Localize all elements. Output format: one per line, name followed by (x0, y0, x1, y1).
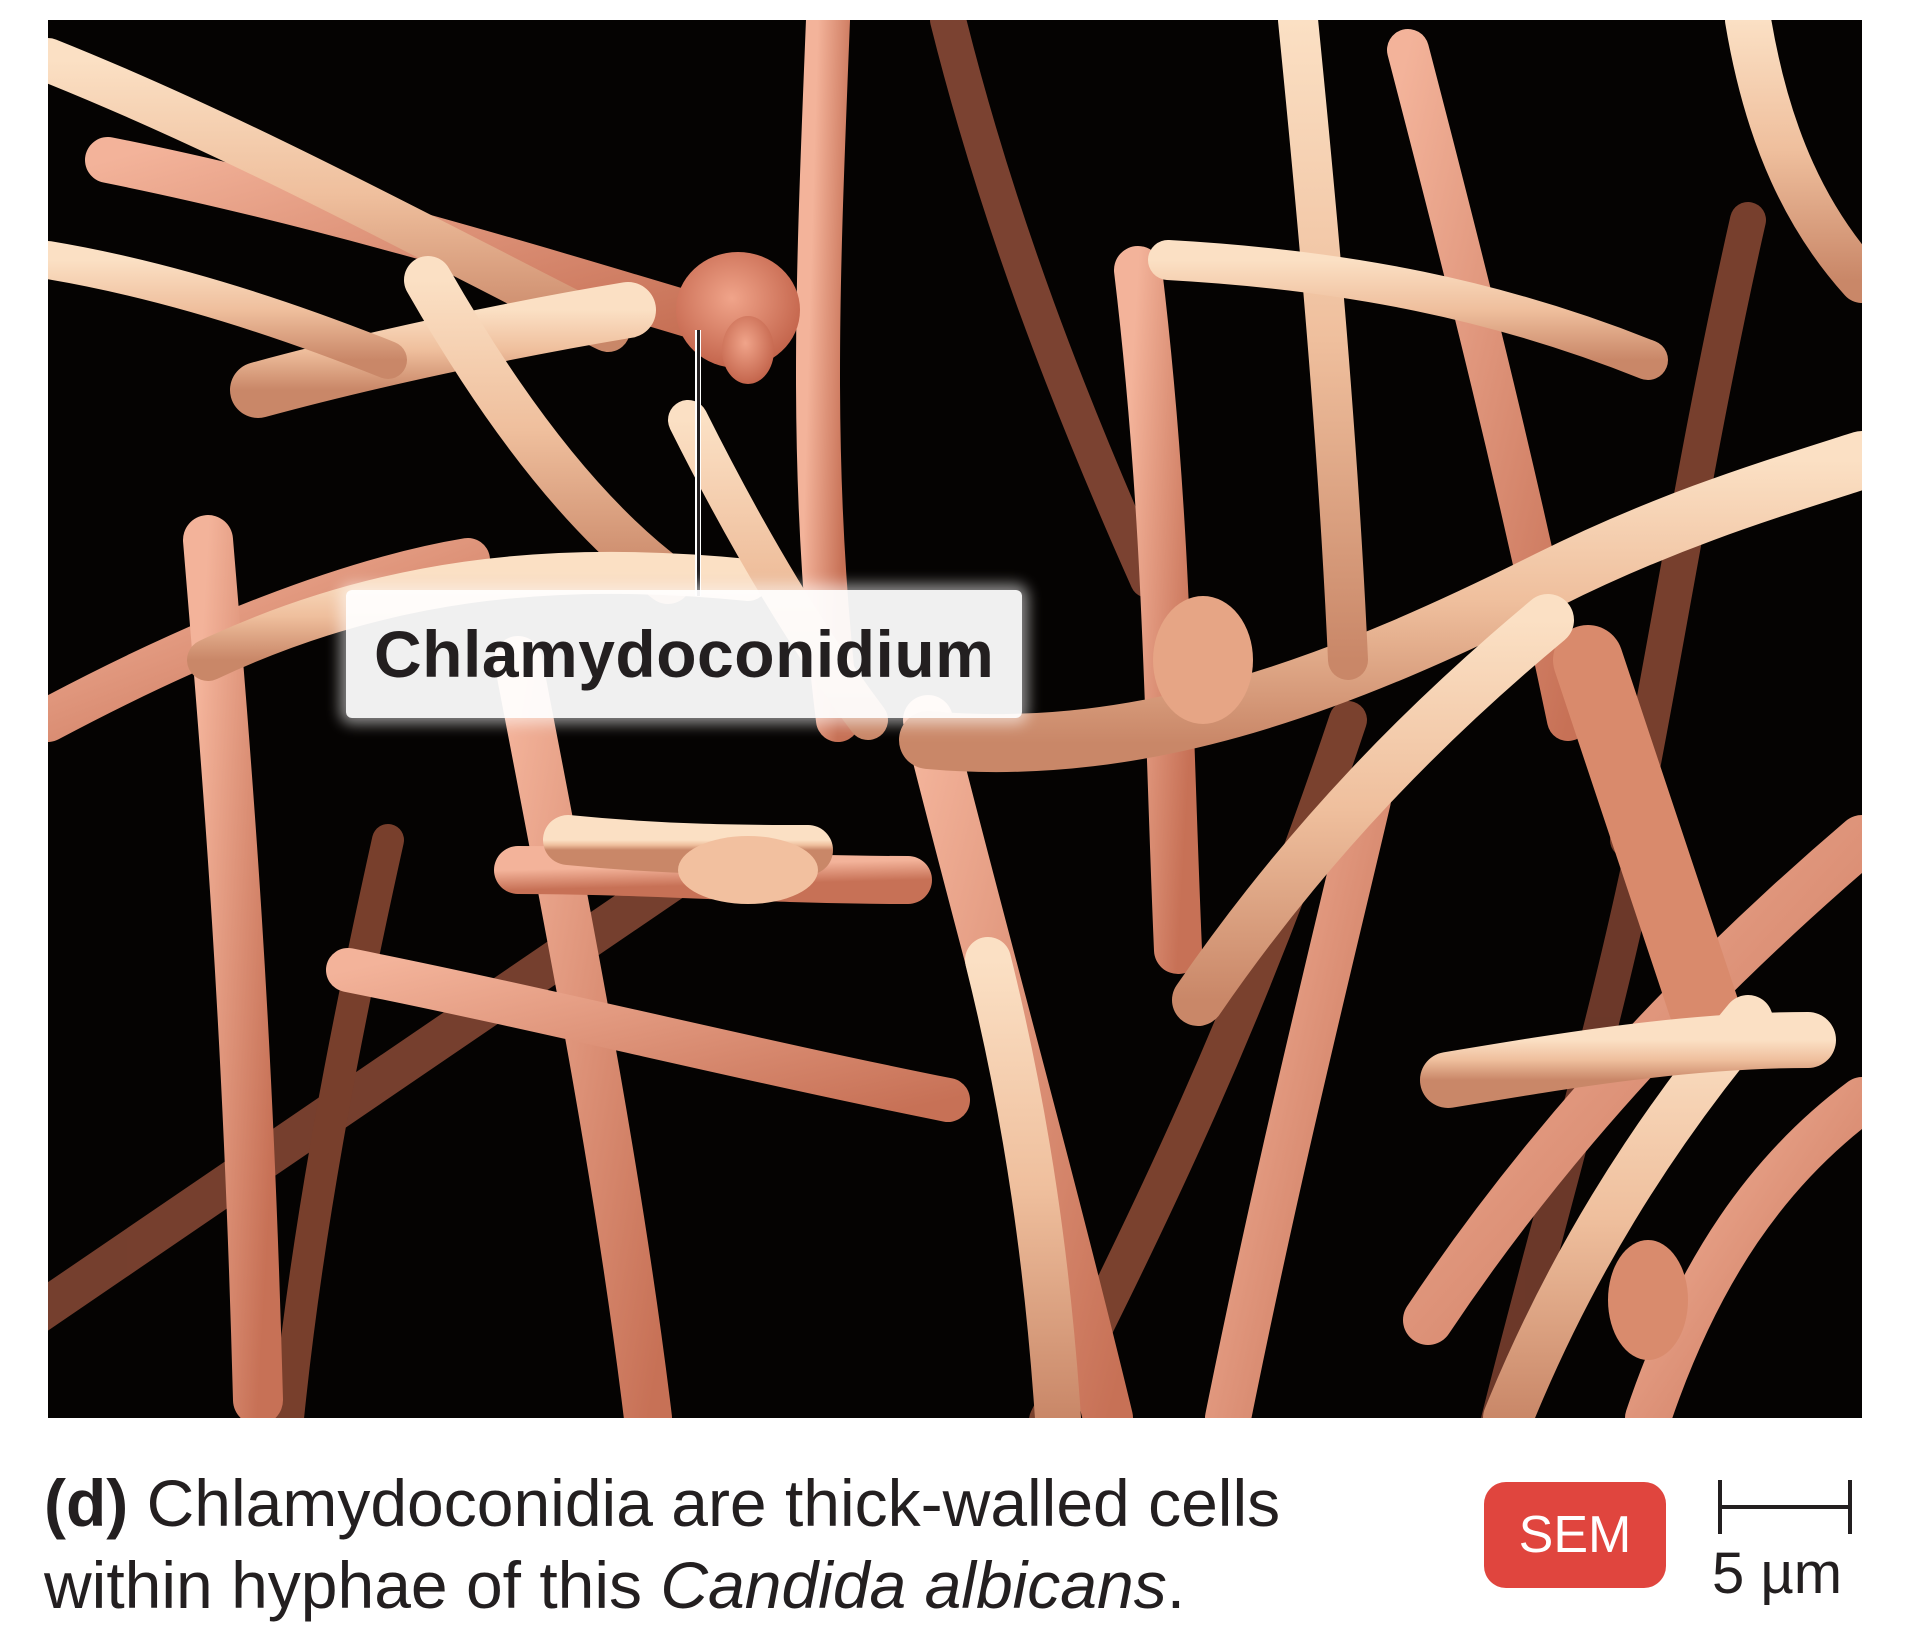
scale-bar-label: 5 µm (1712, 1541, 1843, 1606)
caption-period: . (1166, 1548, 1186, 1622)
caption-species: Candida albicans (660, 1548, 1167, 1622)
figure-caption: (d) Chlamydoconidia are thick-walled cel… (44, 1462, 1444, 1626)
scale-bar (1718, 1480, 1852, 1534)
caption-part-label: (d) (44, 1466, 129, 1540)
callout-label-text: Chlamydoconidium (374, 617, 995, 691)
hyphae-image (48, 20, 1862, 1418)
scale-bar-right-tick (1848, 1480, 1852, 1534)
caption-text: Chlamydoconidia are thick-walled cells w… (44, 1466, 1281, 1622)
scale-bar-line (1718, 1505, 1852, 1509)
sem-micrograph (48, 20, 1862, 1418)
sem-badge-text: SEM (1518, 1506, 1632, 1564)
callout-label: Chlamydoconidium (346, 590, 1023, 718)
label-leader-line (695, 330, 701, 596)
sem-badge: SEM (1484, 1482, 1666, 1588)
